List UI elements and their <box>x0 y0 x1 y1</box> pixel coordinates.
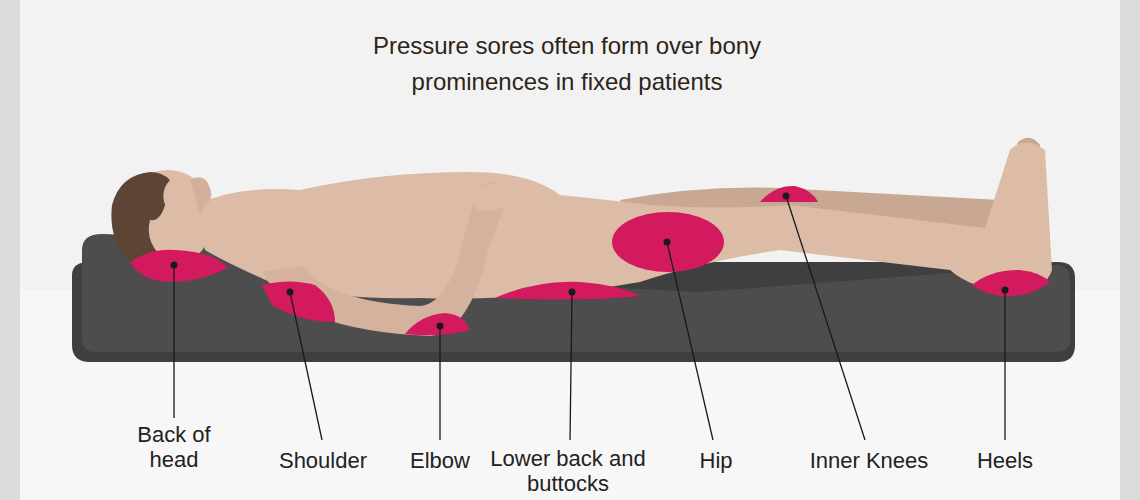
leader-line <box>439 326 440 440</box>
part-label: Heels <box>977 448 1033 473</box>
part-label: Back of head <box>124 422 224 472</box>
leader-line <box>173 265 174 418</box>
pressure-area <box>130 250 228 282</box>
leader-line <box>667 242 713 440</box>
body <box>195 143 1052 299</box>
leader-dot <box>569 289 576 296</box>
pressure-area <box>495 282 640 300</box>
pressure-area <box>262 282 335 323</box>
pressure-area <box>612 212 724 272</box>
panel <box>20 0 1120 500</box>
hand <box>470 183 519 210</box>
arm <box>262 182 507 336</box>
part-label: Inner Knees <box>810 448 929 473</box>
leader-dot <box>664 239 671 246</box>
leader-line <box>786 196 865 440</box>
leader-dot <box>783 193 790 200</box>
leader-line <box>570 292 572 440</box>
pressure-area <box>405 313 470 335</box>
face <box>190 177 211 215</box>
hair <box>111 172 170 264</box>
part-label: Lower back and buttocks <box>481 446 656 496</box>
leader-dot <box>171 262 178 269</box>
title: Pressure sores often form over bony prom… <box>337 28 797 100</box>
part-label: Elbow <box>410 448 470 473</box>
leader-line <box>290 292 322 440</box>
pressure-area <box>760 186 818 202</box>
leader-line <box>1004 290 1005 440</box>
leader-dot <box>437 323 444 330</box>
pressure-area <box>972 270 1050 296</box>
part-label: Hip <box>699 448 732 473</box>
leader-dot <box>1002 287 1009 294</box>
part-label: Shoulder <box>279 448 367 473</box>
leader-dot <box>287 289 294 296</box>
